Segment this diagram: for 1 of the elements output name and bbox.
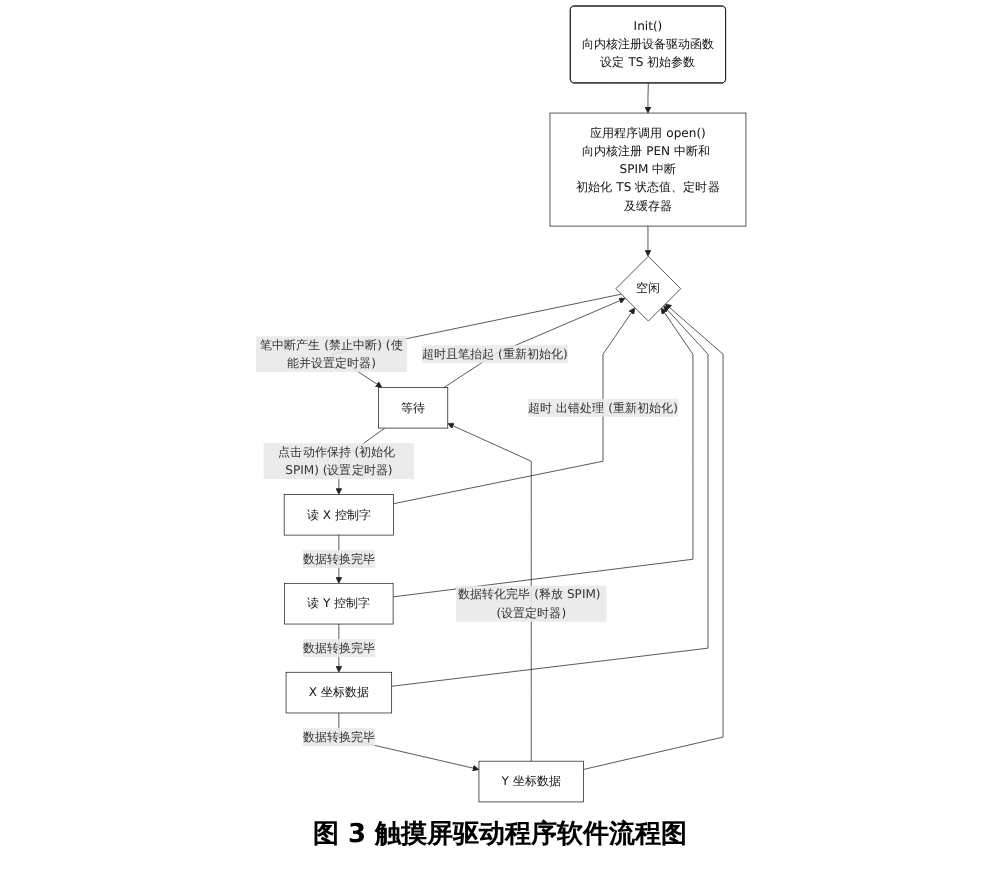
caption: 图 3 触摸屏驱动程序软件流程图	[310, 817, 690, 852]
